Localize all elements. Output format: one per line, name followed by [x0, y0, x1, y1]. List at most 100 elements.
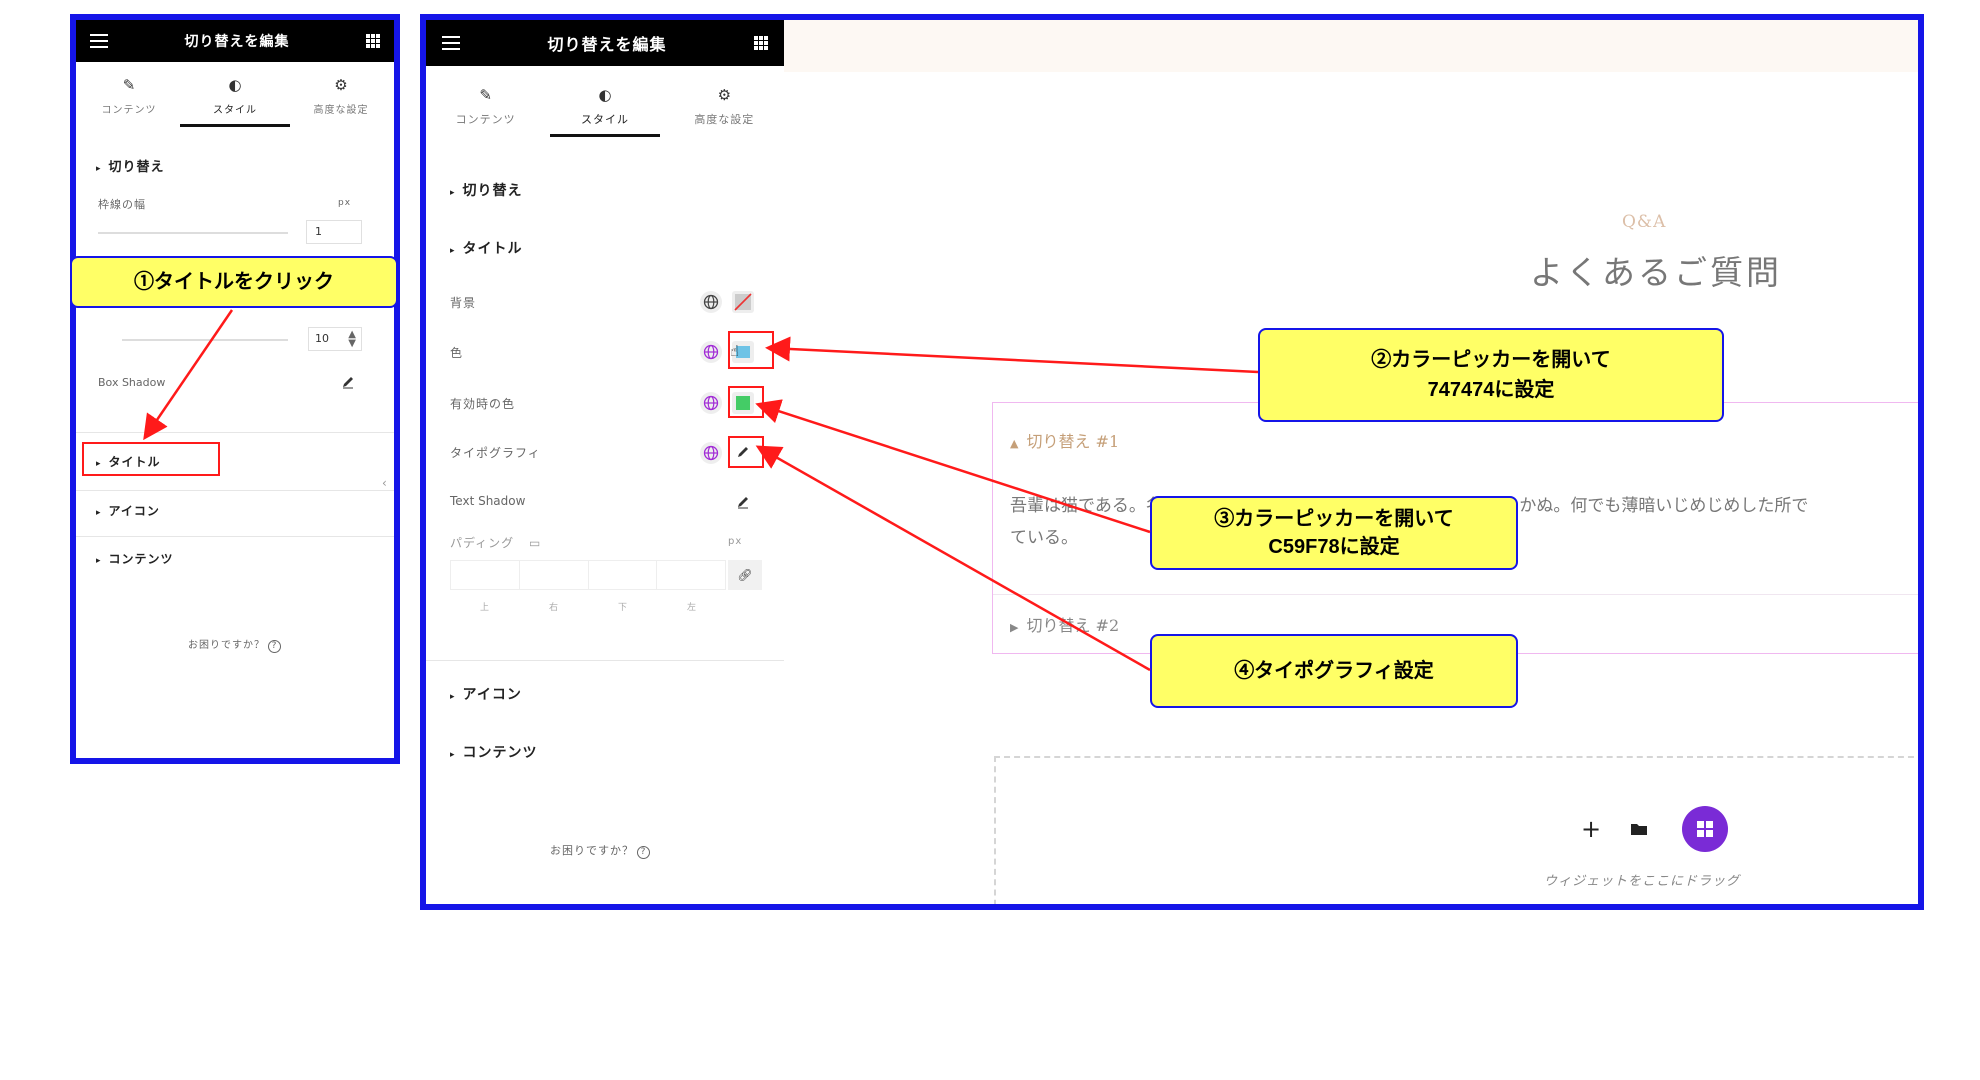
- border-width-input[interactable]: 1: [306, 220, 362, 244]
- no-color-icon: [734, 293, 752, 311]
- section-icon[interactable]: アイコン: [450, 684, 522, 704]
- tab-advanced[interactable]: ⚙ 高度な設定: [665, 86, 784, 127]
- panel-title: 切り替えを編集: [547, 35, 667, 54]
- text-shadow-edit-button[interactable]: [731, 490, 755, 514]
- pencil-icon: [738, 497, 748, 509]
- desktop-icon[interactable]: ▭: [529, 536, 542, 550]
- pencil-icon: [738, 447, 748, 457]
- elementor-kit-button[interactable]: [1682, 806, 1728, 852]
- right-editor-window: 切り替えを編集 ✎ コンテンツ ◐ スタイル ⚙ 高度な設定 切り替え タイトル…: [420, 14, 1924, 910]
- panel-title: 切り替えを編集: [184, 34, 290, 50]
- question-icon: ?: [268, 640, 281, 653]
- box-shadow-label: Box Shadow: [98, 376, 166, 389]
- typography-edit-button[interactable]: [731, 440, 755, 464]
- padding-left-input[interactable]: [657, 561, 725, 589]
- padding-side-labels: 上 右 下 左: [479, 603, 696, 613]
- pencil-icon: ✎: [479, 86, 492, 104]
- tab-style[interactable]: ◐ スタイル: [545, 86, 664, 127]
- unit-select[interactable]: px: [338, 198, 352, 208]
- padding-unit-select[interactable]: px: [728, 536, 743, 547]
- section-toggle[interactable]: 切り替え: [450, 180, 523, 200]
- preview-top-bar: [784, 20, 1918, 72]
- typography-label: タイポグラフィ: [450, 446, 541, 460]
- section-title[interactable]: タイトル: [450, 238, 523, 258]
- background-color-picker[interactable]: [732, 291, 754, 313]
- contrast-icon: ◐: [228, 76, 242, 94]
- toggle-title-2[interactable]: ▶切り替え #2: [1010, 616, 1120, 635]
- pencil-icon: ✎: [122, 76, 136, 94]
- menu-icon[interactable]: [442, 36, 460, 50]
- menu-icon[interactable]: [90, 34, 108, 48]
- color-picker[interactable]: ☝: [730, 341, 754, 363]
- link-icon: 🔗︎: [737, 568, 753, 582]
- pencil-icon: [343, 377, 353, 389]
- help-link[interactable]: お困りですか？?: [550, 842, 650, 859]
- contrast-icon: ◐: [598, 86, 612, 104]
- collapse-handle-icon[interactable]: ‹: [382, 476, 387, 490]
- spacing-input[interactable]: 10 ▲▼: [308, 327, 362, 351]
- padding-label: パディング ▭: [450, 536, 542, 550]
- divider: [76, 490, 394, 491]
- border-width-label: 枠線の幅: [98, 198, 146, 211]
- gear-icon: ⚙: [717, 86, 732, 104]
- toggle-divider: [993, 594, 1918, 595]
- highlight-title-section: [82, 442, 220, 476]
- widget-drop-zone[interactable]: [994, 756, 1918, 904]
- divider: [76, 432, 394, 433]
- qa-eyebrow: Q&A: [1622, 212, 1667, 232]
- border-width-slider[interactable]: [98, 232, 288, 234]
- tab-style[interactable]: ◐ スタイル: [182, 76, 288, 117]
- panel-header: 切り替えを編集: [426, 20, 784, 66]
- color-label: 色: [450, 346, 464, 360]
- help-link[interactable]: お困りですか？?: [188, 636, 281, 653]
- padding-bottom-input[interactable]: [589, 561, 658, 589]
- tab-advanced[interactable]: ⚙ 高度な設定: [288, 76, 394, 117]
- panel-header: 切り替えを編集: [76, 20, 394, 62]
- highlight-active-color-picker: [728, 386, 764, 418]
- panel-tabs: ✎ コンテンツ ◐ スタイル ⚙ 高度な設定: [76, 76, 394, 117]
- box-shadow-edit-button[interactable]: [336, 370, 360, 394]
- section-content[interactable]: コンテンツ: [450, 742, 538, 762]
- padding-inputs: [450, 560, 726, 590]
- link-values-button[interactable]: 🔗︎: [728, 560, 762, 590]
- faq-heading: よくあるご質問: [1530, 253, 1782, 292]
- section-toggle[interactable]: 切り替え: [96, 156, 165, 175]
- highlight-typography-button: [728, 436, 764, 468]
- tab-content[interactable]: ✎ コンテンツ: [76, 76, 182, 117]
- global-color-icon[interactable]: [700, 341, 722, 363]
- global-color-icon[interactable]: [700, 392, 722, 414]
- global-settings-icon[interactable]: [700, 291, 722, 313]
- global-typography-icon[interactable]: [700, 442, 722, 464]
- caret-right-icon: ▶: [1010, 621, 1019, 634]
- stepper-icon[interactable]: ▲▼: [348, 329, 356, 349]
- gear-icon: ⚙: [334, 76, 348, 94]
- add-template-button[interactable]: [1622, 812, 1656, 846]
- active-color-label: 有効時の色: [450, 397, 516, 411]
- drop-hint: ウィジェットをここにドラッグ: [1544, 874, 1741, 889]
- callout-step1: ①タイトルをクリック: [70, 256, 398, 308]
- grid-icon: [1697, 821, 1713, 837]
- spacing-slider[interactable]: [122, 339, 288, 341]
- active-color-picker[interactable]: [732, 392, 754, 414]
- padding-top-input[interactable]: [451, 561, 520, 589]
- section-content[interactable]: コンテンツ: [96, 550, 174, 567]
- divider: [76, 536, 394, 537]
- cursor-hand-icon: ☝: [730, 342, 740, 360]
- callout-step3: ③カラーピッカーを開いて C59F78に設定: [1150, 496, 1518, 570]
- section-title[interactable]: タイトル: [96, 453, 161, 470]
- caret-up-icon: ▲: [1010, 437, 1019, 450]
- callout-step2: ②カラーピッカーを開いて 747474に設定: [1258, 328, 1724, 422]
- padding-right-input[interactable]: [520, 561, 589, 589]
- divider: [426, 660, 784, 661]
- highlight-color-picker: [728, 331, 774, 369]
- toggle-title-1[interactable]: ▲切り替え #1: [1010, 432, 1120, 451]
- folder-icon: [1631, 824, 1647, 835]
- active-color-swatch: [736, 396, 750, 410]
- section-icon[interactable]: アイコン: [96, 502, 160, 519]
- left-editor-panel: 切り替えを編集 ✎ コンテンツ ◐ スタイル ⚙ 高度な設定 切り替え 枠線の幅…: [70, 14, 400, 764]
- add-section-button[interactable]: +: [1580, 815, 1602, 843]
- widgets-grid-icon[interactable]: [366, 34, 380, 48]
- widgets-grid-icon[interactable]: [753, 36, 768, 50]
- color-swatch: [736, 346, 750, 358]
- tab-content[interactable]: ✎ コンテンツ: [426, 86, 545, 127]
